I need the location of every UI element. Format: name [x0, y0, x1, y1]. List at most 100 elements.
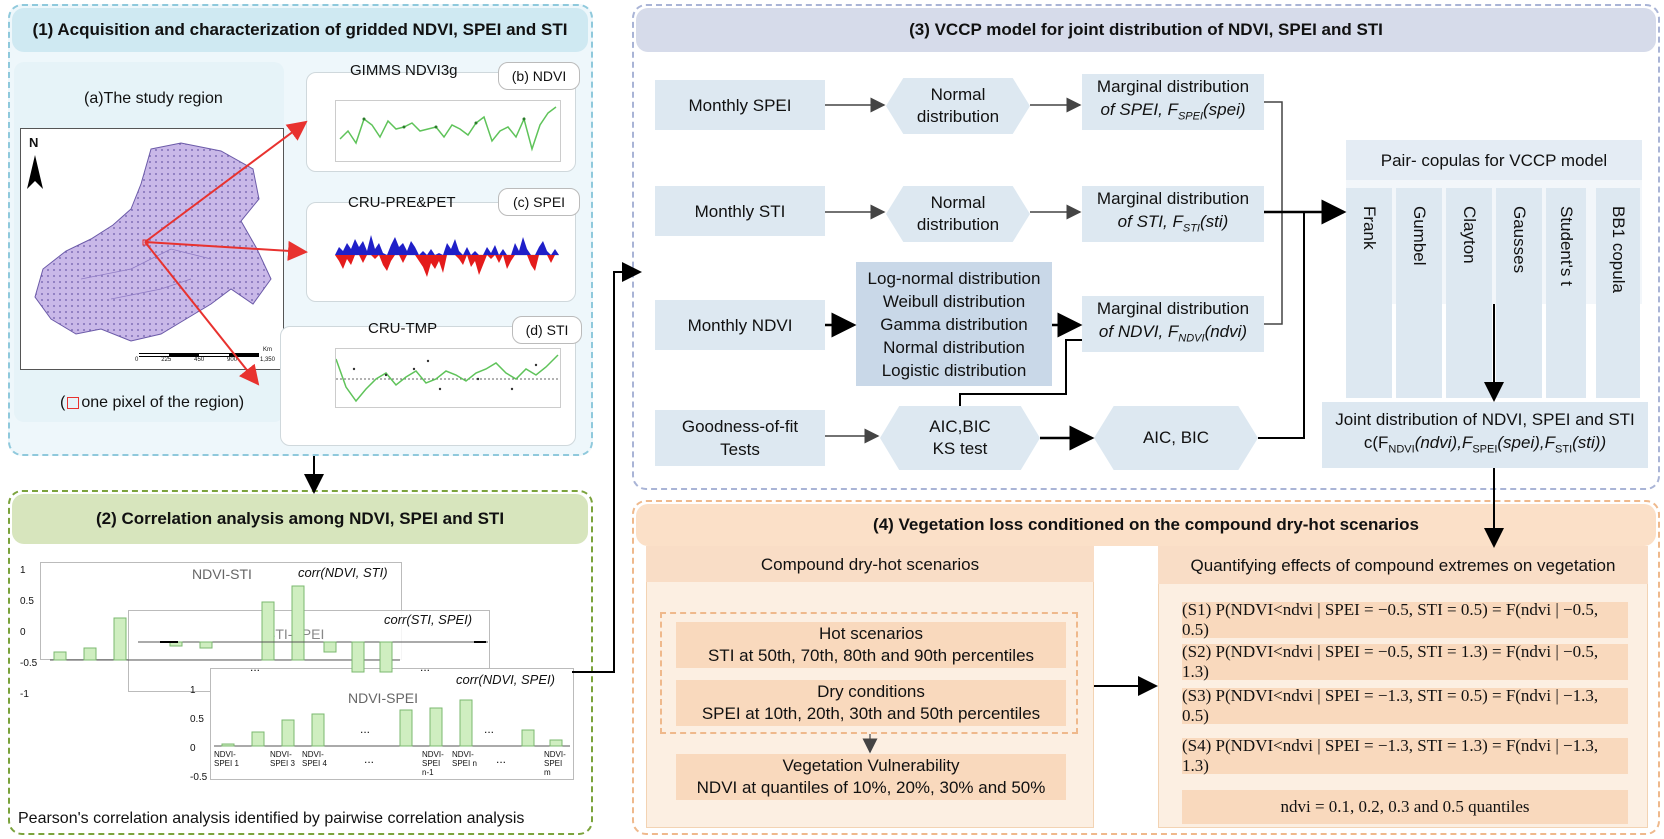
formula-s4: (S4) P(NDVI<ndvi | SPEI = −1.3, STI = 1.… — [1182, 736, 1628, 775]
pixel-note-text: one pixel of the region) — [81, 394, 245, 411]
dry-title: Dry conditions — [817, 682, 925, 701]
dist-item: Gamma distribution — [880, 314, 1028, 334]
normal-dist-diamond-1: Normal distribution — [886, 78, 1030, 134]
corr-xlabel: NDVI- SPEI n-1 — [422, 750, 444, 777]
corr-xlabel: NDVI- SPEI 4 — [302, 750, 327, 768]
marginal-spei-line1: Marginal distribution — [1096, 77, 1250, 97]
aicbic-ks-line2: KS test — [932, 439, 988, 458]
scale-tick: 1,350 — [259, 357, 275, 363]
gof-line1: Goodness-of-fit — [681, 417, 799, 436]
scale-unit: Km — [263, 347, 272, 353]
corr-card2-label: corr(STI, SPEI) — [384, 612, 473, 627]
panel4-title: (4) Vegetation loss conditioned on the c… — [636, 504, 1656, 546]
formula-s1: (S1) P(NDVI<ndvi | SPEI = −0.5, STI = 0.… — [1182, 600, 1628, 639]
joint-text: c(F — [1363, 433, 1389, 453]
formula-s2: (S2) P(NDVI<ndvi | SPEI = −0.5, STI = 1.… — [1182, 642, 1628, 681]
dist-item: Log-normal distribution — [867, 268, 1041, 288]
spei-source: CRU-PRE&PET — [348, 194, 456, 211]
vegetation-vulnerability-box: Vegetation Vulnerability NDVI at quantil… — [676, 754, 1066, 800]
gof-line2: Tests — [720, 440, 760, 459]
marginal-sub: STI — [1182, 222, 1200, 235]
scale-tick: 450 — [194, 357, 205, 363]
scale-bar-ticks: 0 225 450 900 1,350 — [135, 357, 275, 363]
veg-title: Vegetation Vulnerability — [782, 756, 960, 775]
joint-line2: c(FNDVI(ndvi),FSPEI(spei),FSTI(sti)) — [1364, 431, 1606, 461]
north-arrow-icon — [27, 155, 43, 196]
marginal-sub: NDVI — [1178, 332, 1205, 345]
marginal-text: of NDVI, F — [1098, 322, 1179, 342]
quantifying-title: Quantifying effects of compound extremes… — [1158, 546, 1648, 584]
normal-line1: Normal — [930, 85, 986, 104]
pixel-square-icon — [67, 397, 80, 409]
corr-axis3: 1 0.5 0 -0.5 — [190, 676, 207, 792]
dist-item: Normal distribution — [883, 337, 1025, 357]
copula-group — [1346, 180, 1642, 304]
axis-tick: 0 — [20, 627, 26, 638]
joint-distribution-box: Joint distribution of NDVI, SPEI and STI… — [1322, 402, 1648, 468]
sti-tab: (d) STI — [512, 316, 582, 344]
scale-tick: 225 — [161, 357, 172, 363]
normal-line2: distribution — [916, 215, 1000, 234]
copula-bb1: BB1 copula — [1596, 188, 1640, 398]
axis-tick: -1 — [20, 689, 29, 700]
scenario-dashed-group — [660, 612, 1078, 734]
marginal-sub: SPEI — [1177, 110, 1204, 123]
sti-series-plot — [335, 348, 561, 408]
dry-conditions-box: Dry conditions SPEI at 10th, 20th, 30th … — [676, 680, 1066, 726]
monthly-spei-box: Monthly SPEI — [655, 80, 825, 130]
ndvi-tab: (b) NDVI — [498, 62, 580, 90]
ndvi-series-plot — [335, 100, 561, 162]
quantiles-note: ndvi = 0.1, 0.2, 0.3 and 0.5 quantiles — [1182, 790, 1628, 824]
marginal-ndvi-line1: Marginal distribution — [1096, 299, 1250, 319]
panel2-title: (2) Correlation analysis among NDVI, SPE… — [12, 494, 588, 544]
copula-frank: Frank — [1346, 188, 1392, 398]
copula-title: Pair- copulas for VCCP model — [1346, 140, 1642, 180]
monthly-ndvi-box: Monthly NDVI — [655, 300, 825, 350]
joint-sub: NDVI — [1388, 443, 1415, 456]
corr-xlabel: NDVI- SPEI 1 — [214, 750, 239, 768]
axis-tick: -0.5 — [20, 658, 38, 669]
dry-text: SPEI at 10th, 20th, 30th and 50th percen… — [701, 704, 1041, 723]
pixel-note-open: ( — [60, 394, 66, 411]
marginal-text: of STI, F — [1117, 212, 1183, 232]
aicbic-ks-line1: AIC,BIC — [929, 417, 991, 436]
panel3-title: (3) VCCP model for joint distribution of… — [636, 8, 1656, 52]
normal-line1: Normal — [930, 193, 986, 212]
corr-card3-label: corr(NDVI, SPEI) — [456, 672, 555, 687]
joint-sub: STI — [1555, 443, 1573, 456]
scale-tick: 900 — [227, 357, 238, 363]
pixel-note: ( one pixel of the region) — [60, 394, 244, 412]
ellipsis: ... — [364, 752, 375, 766]
panel2-footer: Pearson's correlation analysis identifie… — [18, 810, 525, 827]
joint-text: (ndvi),F — [1414, 433, 1473, 453]
candidate-distributions-box: Log-normal distribution Weibull distribu… — [856, 262, 1052, 386]
aicbic-ks-diamond: AIC,BIC KS test — [880, 406, 1040, 470]
marginal-spei-box: Marginal distribution of SPEI, FSPEI(spe… — [1082, 74, 1264, 130]
joint-line1: Joint distribution of NDVI, SPEI and STI — [1335, 410, 1635, 430]
axis-tick: 0.5 — [190, 714, 204, 725]
marginal-sti-box: Marginal distribution of STI, FSTI(sti) — [1082, 186, 1264, 242]
sti-source: CRU-TMP — [368, 320, 438, 337]
corr-xlabel: NDVI- SPEI 3 — [270, 750, 295, 768]
marginal-text: of SPEI, F — [1100, 100, 1178, 120]
axis-tick: 0 — [190, 743, 196, 754]
axis-tick: 1 — [20, 565, 26, 576]
axis-tick: 0.5 — [20, 596, 34, 607]
marginal-sti-line1: Marginal distribution — [1096, 189, 1250, 209]
corr-xlabel: NDVI- SPEI m — [544, 750, 566, 777]
veg-text: NDVI at quantiles of 10%, 20%, 30% and 5… — [696, 778, 1046, 797]
marginal-ndvi-box: Marginal distribution of NDVI, FNDVI(ndv… — [1082, 296, 1264, 352]
ellipsis: ... — [496, 752, 507, 766]
marginal-text: (ndvi) — [1204, 322, 1248, 342]
copula-gumbel: Gumbel — [1396, 188, 1442, 398]
normal-dist-diamond-2: Normal distribution — [886, 186, 1030, 242]
aicbic-diamond: AIC, BIC — [1094, 406, 1258, 470]
axis-tick: -0.5 — [190, 772, 208, 783]
dist-item: Logistic distribution — [881, 360, 1027, 380]
joint-text: (sti)) — [1572, 433, 1607, 453]
corr-card3-title: NDVI-SPEI — [348, 690, 419, 706]
corr-card1-label: corr(NDVI, STI) — [298, 565, 388, 580]
hot-text: STI at 50th, 70th, 80th and 90th percent… — [707, 646, 1035, 665]
gof-tests-box: Goodness-of-fit Tests — [655, 410, 825, 466]
